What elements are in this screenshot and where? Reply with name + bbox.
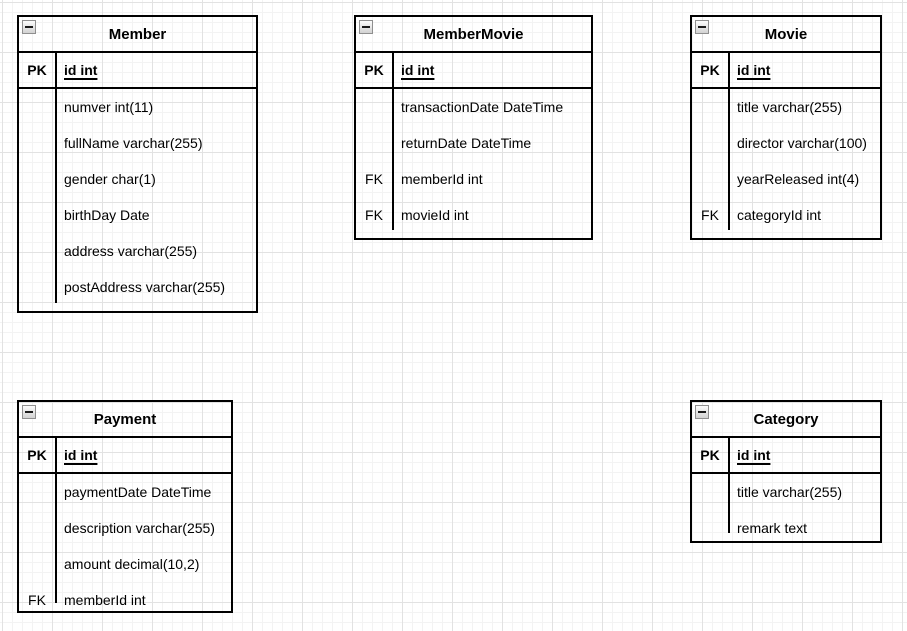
key-column-divider — [55, 436, 57, 603]
table-title: Payment — [93, 410, 157, 428]
field-cell: memberId int — [401, 171, 483, 187]
field-cell: returnDate DateTime — [401, 135, 532, 151]
attribute-row[interactable]: FK categoryId int — [692, 197, 880, 233]
field-cell: gender char(1) — [64, 171, 156, 187]
attribute-row[interactable]: director varchar(100) — [692, 125, 880, 161]
table-title-row[interactable]: Member — [19, 17, 256, 53]
primary-key-row[interactable]: PK id int — [19, 438, 231, 474]
field-cell: title varchar(255) — [737, 484, 843, 500]
collapse-minus-icon[interactable] — [695, 405, 709, 419]
key-cell: FK — [28, 592, 46, 608]
attribute-row[interactable]: numver int(11) — [19, 89, 256, 125]
attribute-row[interactable]: title varchar(255) — [692, 89, 880, 125]
attribute-row[interactable]: amount decimal(10,2) — [19, 546, 231, 582]
key-cell-pk: PK — [27, 447, 47, 463]
field-cell: transactionDate DateTime — [401, 99, 564, 115]
primary-key-row[interactable]: PK id int — [692, 438, 880, 474]
table-title-row[interactable]: Movie — [692, 17, 880, 53]
field-cell: fullName varchar(255) — [64, 135, 203, 151]
field-cell: amount decimal(10,2) — [64, 556, 200, 572]
attribute-row[interactable]: yearReleased int(4) — [692, 161, 880, 197]
attribute-row[interactable]: FK movieId int — [356, 197, 591, 233]
table-title: Category — [753, 410, 819, 428]
collapse-minus-icon[interactable] — [359, 20, 373, 34]
field-cell: postAddress varchar(255) — [64, 279, 226, 295]
field-cell: movieId int — [401, 207, 469, 223]
key-column-divider — [728, 51, 730, 230]
table-title-row[interactable]: Payment — [19, 402, 231, 438]
field-cell-primary: id int — [737, 447, 771, 463]
field-cell-primary: id int — [64, 62, 98, 78]
field-cell: numver int(11) — [64, 99, 154, 115]
table-title: Movie — [764, 25, 808, 43]
key-cell-pk: PK — [27, 62, 47, 78]
field-cell: categoryId int — [737, 207, 822, 223]
attribute-row[interactable]: fullName varchar(255) — [19, 125, 256, 161]
field-cell: title varchar(255) — [737, 99, 843, 115]
attribute-row[interactable]: birthDay Date — [19, 197, 256, 233]
key-column-divider — [728, 436, 730, 533]
field-cell: director varchar(100) — [737, 135, 867, 151]
key-cell-pk: PK — [700, 447, 720, 463]
table-title: MemberMovie — [423, 25, 524, 43]
key-cell-pk: PK — [700, 62, 720, 78]
field-cell: address varchar(255) — [64, 243, 198, 259]
primary-key-row[interactable]: PK id int — [692, 53, 880, 89]
collapse-minus-icon[interactable] — [695, 20, 709, 34]
table-title-row[interactable]: Category — [692, 402, 880, 438]
field-cell-primary: id int — [64, 447, 98, 463]
key-cell: FK — [365, 171, 383, 187]
attribute-row[interactable]: description varchar(255) — [19, 510, 231, 546]
field-cell: birthDay Date — [64, 207, 150, 223]
field-cell: paymentDate DateTime — [64, 484, 212, 500]
key-column-divider — [392, 51, 394, 230]
collapse-minus-icon[interactable] — [22, 20, 36, 34]
attribute-row[interactable]: postAddress varchar(255) — [19, 269, 256, 305]
key-cell-pk: PK — [364, 62, 384, 78]
primary-key-row[interactable]: PK id int — [356, 53, 591, 89]
attribute-row[interactable]: gender char(1) — [19, 161, 256, 197]
field-cell: memberId int — [64, 592, 146, 608]
table-title: Member — [108, 25, 167, 43]
attribute-row[interactable]: transactionDate DateTime — [356, 89, 591, 125]
field-cell: description varchar(255) — [64, 520, 215, 536]
key-column-divider — [55, 51, 57, 303]
attribute-row[interactable]: FK memberId int — [356, 161, 591, 197]
collapse-minus-icon[interactable] — [22, 405, 36, 419]
key-cell: FK — [701, 207, 719, 223]
key-cell: FK — [365, 207, 383, 223]
primary-key-row[interactable]: PK id int — [19, 53, 256, 89]
attribute-row[interactable]: paymentDate DateTime — [19, 474, 231, 510]
attribute-row[interactable]: address varchar(255) — [19, 233, 256, 269]
field-cell: remark text — [737, 520, 808, 536]
attribute-row[interactable]: remark text — [692, 510, 880, 541]
field-cell-primary: id int — [401, 62, 435, 78]
field-cell-primary: id int — [737, 62, 771, 78]
attribute-row[interactable]: FK memberId int — [19, 582, 231, 611]
attribute-row[interactable]: returnDate DateTime — [356, 125, 591, 161]
field-cell: yearReleased int(4) — [737, 171, 860, 187]
attribute-row[interactable]: title varchar(255) — [692, 474, 880, 510]
table-title-row[interactable]: MemberMovie — [356, 17, 591, 53]
